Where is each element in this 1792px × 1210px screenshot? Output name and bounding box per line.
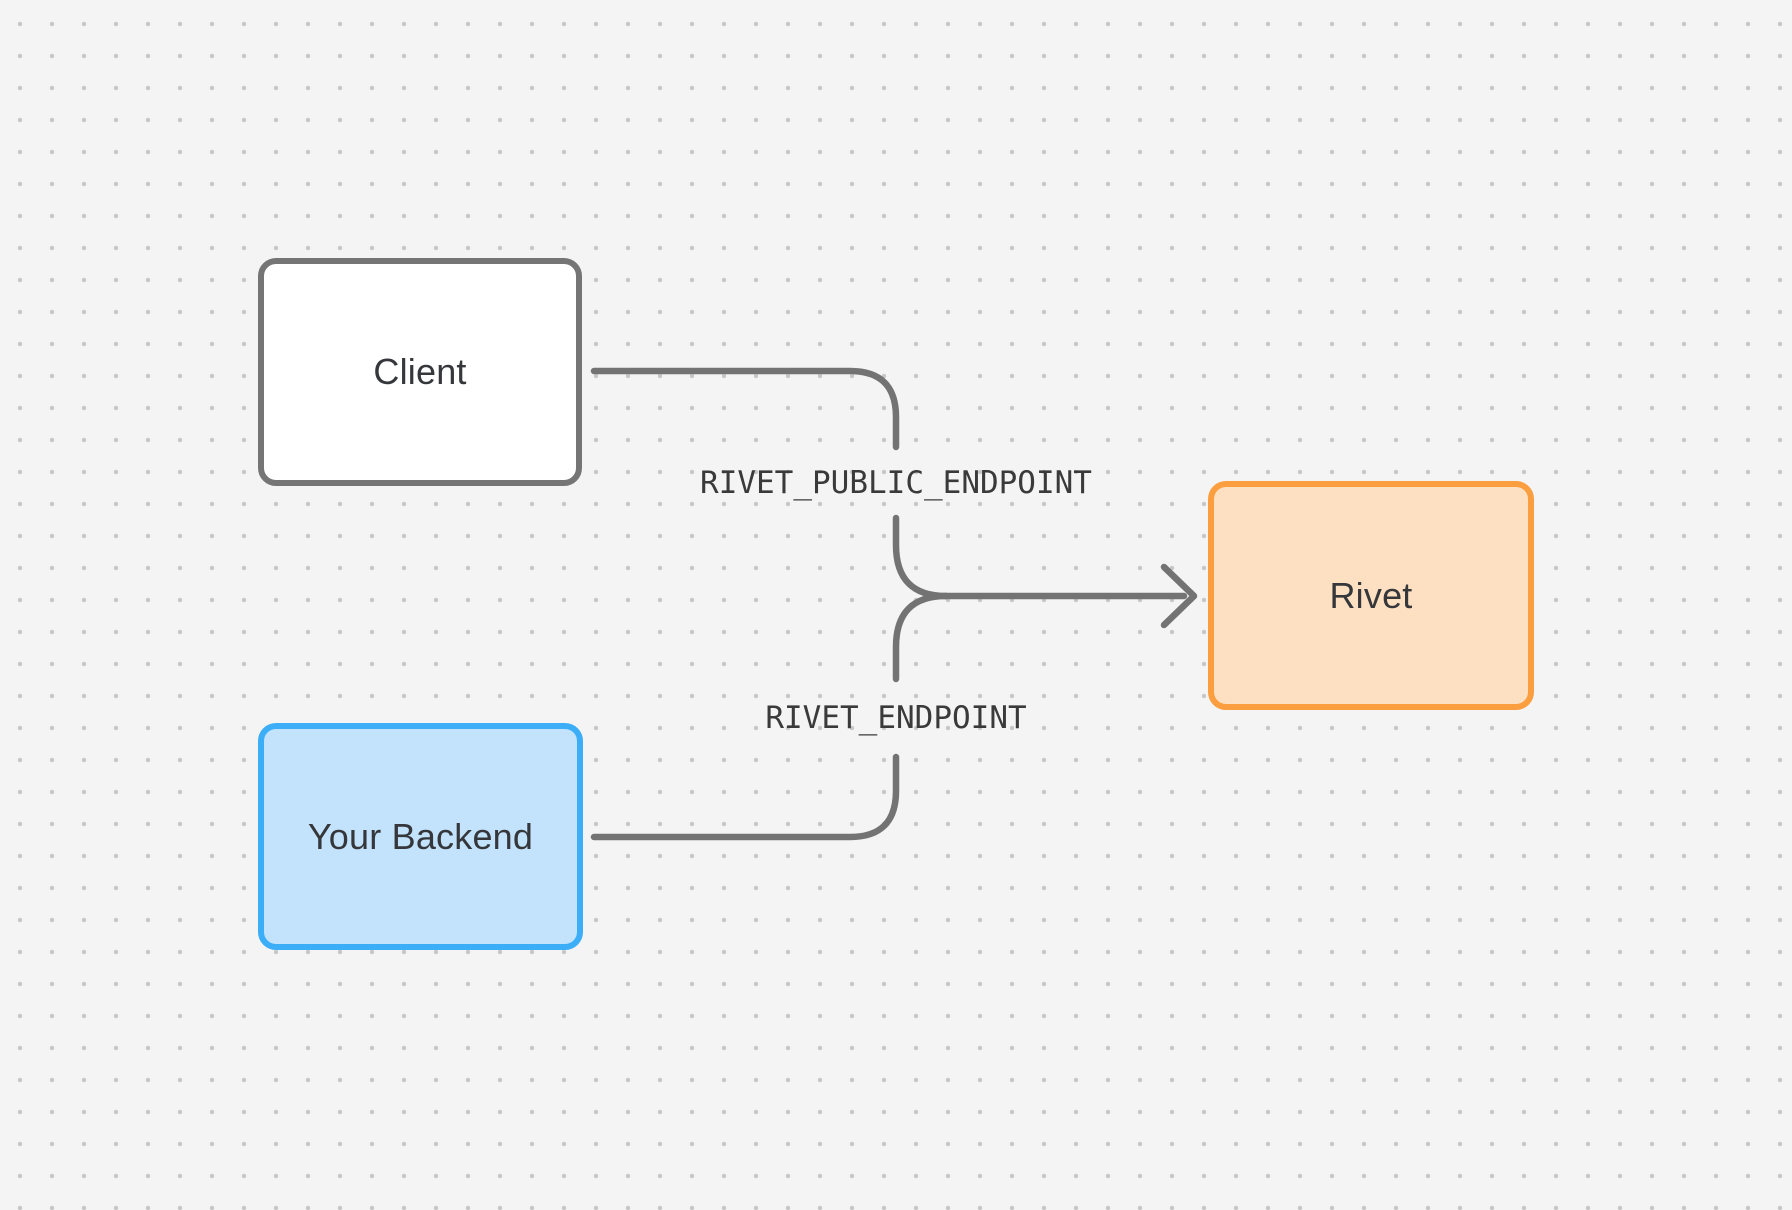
arrowhead-icon [1160, 563, 1198, 629]
edge-label-rivet-public-endpoint: RIVET_PUBLIC_ENDPOINT [700, 465, 1092, 501]
node-your-backend: Your Backend [258, 723, 583, 950]
node-rivet: Rivet [1208, 481, 1534, 710]
connector-backend-out [590, 753, 900, 841]
edge-label-rivet-endpoint: RIVET_ENDPOINT [765, 700, 1027, 736]
connector-backend-merge [892, 592, 950, 683]
node-client-label: Client [373, 351, 467, 392]
node-client: Client [258, 258, 582, 486]
node-your-backend-label: Your Backend [307, 815, 534, 857]
connector-client-out [590, 367, 900, 451]
node-rivet-label: Rivet [1329, 574, 1413, 616]
connector-client-merge [892, 514, 950, 600]
